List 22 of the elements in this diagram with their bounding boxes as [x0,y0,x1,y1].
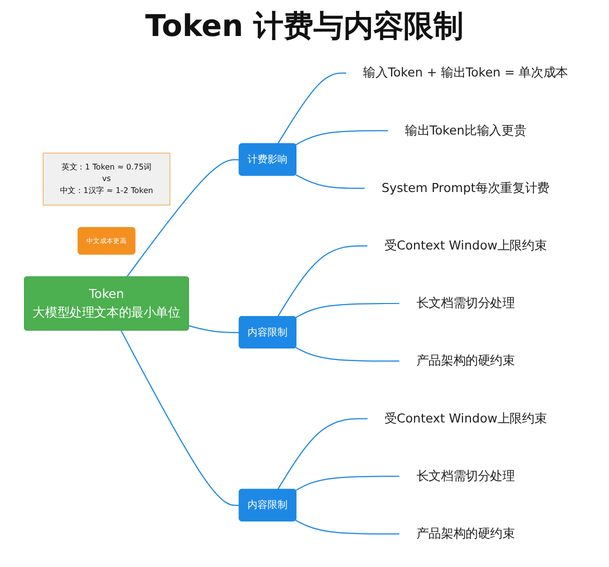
diagram-title: Token 计费与内容限制 [144,8,465,46]
connector [277,245,368,317]
connector [126,159,240,278]
connector [295,174,365,189]
node-text: 受Context Window上限约束 [384,412,547,426]
node-text: 受Context Window上限约束 [384,238,547,253]
connector [188,325,240,334]
connector [295,476,400,491]
connector [295,347,400,362]
node-text: 产品架构的硬约束 [416,354,515,368]
connector [295,302,400,318]
node-text: 输入Token + 输出Token = 单次成本 [363,66,568,80]
connector [295,130,388,146]
node-text: System Prompt每次重复计费 [382,181,550,196]
node-text: 输出Token比输入更贵 [404,124,526,138]
connector [277,72,346,144]
node-text: 产品架构的硬约束 [416,526,515,541]
node-text: 长文档需切分处理 [416,469,515,484]
connector [120,330,240,506]
connector [277,418,368,490]
connector [295,520,400,534]
node-text: 长文档需切分处理 [416,296,515,310]
